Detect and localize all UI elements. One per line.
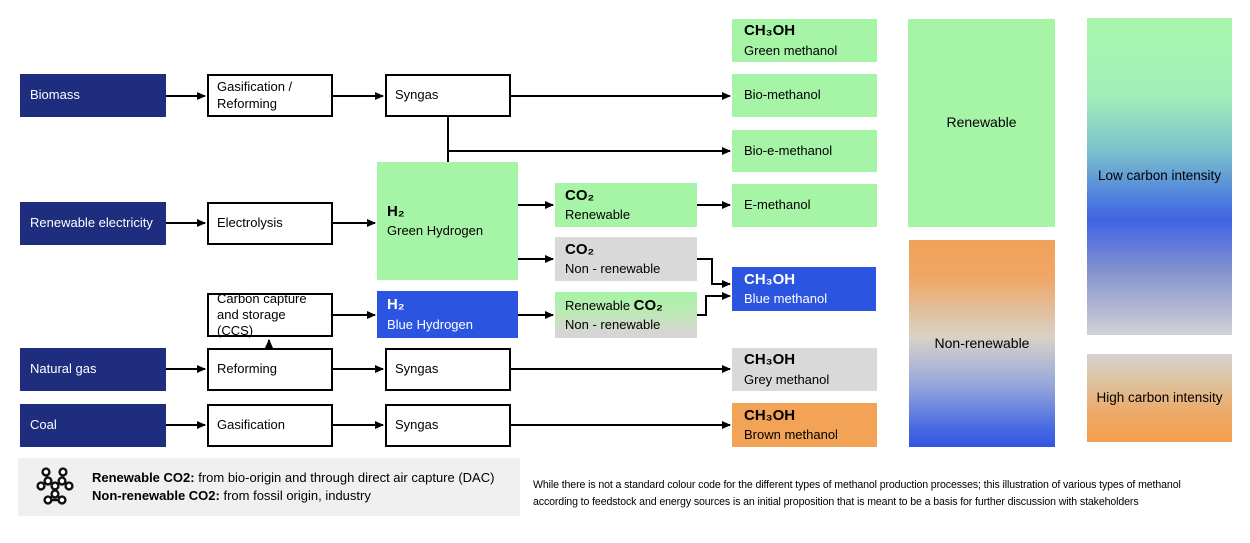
formula-label: CH₃OH bbox=[744, 22, 796, 39]
node-natural-gas: Natural gas bbox=[20, 348, 166, 391]
formula-label: CO₂ bbox=[633, 296, 663, 314]
node-brown-methanol: CH₃OH Brown methanol bbox=[732, 403, 877, 447]
node-co2-mixed: Renewable CO₂ Non - renewable bbox=[555, 292, 697, 338]
legend-line-non-renewable-co2: Non-renewable CO2: from fossil origin, i… bbox=[92, 487, 494, 505]
node-gasification-reforming: Gasification / Reforming bbox=[207, 74, 333, 117]
node-sublabel: Grey methanol bbox=[744, 371, 830, 387]
node-syngas-mid: Syngas bbox=[385, 348, 511, 391]
scale-low-carbon-intensity: Low carbon intensity bbox=[1087, 18, 1232, 335]
node-blue-hydrogen: H₂ Blue Hydrogen bbox=[377, 291, 518, 338]
formula-label: CH₃OH bbox=[744, 270, 796, 288]
group-renewable: Renewable bbox=[908, 19, 1055, 227]
node-e-methanol: E-methanol bbox=[732, 184, 877, 227]
group-non-renewable: Non-renewable bbox=[909, 240, 1055, 447]
node-co2-renewable: CO₂ Renewable bbox=[555, 183, 697, 227]
node-biomass: Biomass bbox=[20, 74, 166, 117]
formula-label: CH₃OH bbox=[744, 351, 796, 368]
node-sublabel: Green Hydrogen bbox=[387, 223, 484, 239]
node-sublabel: Brown methanol bbox=[744, 427, 838, 443]
formula-label: CH₃OH bbox=[744, 406, 796, 424]
node-electrolysis: Electrolysis bbox=[207, 202, 333, 245]
node-sublabel: Blue Hydrogen bbox=[387, 316, 473, 332]
footnote-line-1: While there is not a standard colour cod… bbox=[533, 479, 1181, 491]
node-green-methanol: CH₃OH Green methanol bbox=[732, 19, 877, 62]
node-coal: Coal bbox=[20, 404, 166, 447]
node-sublabel: Non - renewable bbox=[565, 261, 661, 277]
node-line1: Renewable CO₂ bbox=[565, 297, 685, 316]
legend-term: Renewable CO2: bbox=[92, 469, 195, 485]
footnote-line-2: according to feedstock and energy source… bbox=[533, 495, 1139, 508]
node-prefix: Renewable bbox=[565, 297, 634, 313]
formula-label: CO₂ bbox=[565, 186, 595, 204]
node-bio-e-methanol: Bio-e-methanol bbox=[732, 130, 877, 172]
node-sublabel: Green methanol bbox=[744, 42, 838, 58]
node-co2-non-renewable: CO₂ Non - renewable bbox=[555, 237, 697, 281]
formula-label: H₂ bbox=[387, 296, 405, 313]
node-bio-methanol: Bio-methanol bbox=[732, 74, 877, 117]
node-renewable-electricity: Renewable electricity bbox=[20, 202, 166, 245]
formula-label: H₂ bbox=[387, 202, 405, 220]
legend-definition: from bio-origin and through direct air c… bbox=[194, 469, 495, 485]
node-reforming: Reforming bbox=[207, 348, 333, 391]
node-blue-methanol: CH₃OH Blue methanol bbox=[732, 267, 876, 311]
footnote: While there is not a standard colour cod… bbox=[533, 477, 1233, 511]
molecule-icon bbox=[36, 467, 74, 505]
legend: Renewable CO2: from bio-origin and throu… bbox=[18, 458, 520, 516]
legend-text: Renewable CO2: from bio-origin and throu… bbox=[92, 469, 494, 505]
node-syngas-top: Syngas bbox=[385, 74, 511, 117]
node-grey-methanol: CH₃OH Grey methanol bbox=[732, 348, 877, 391]
node-syngas-bottom: Syngas bbox=[385, 404, 511, 447]
node-ccs: Carbon capture and storage (CCS) bbox=[207, 291, 333, 338]
node-sublabel: Renewable bbox=[565, 207, 631, 223]
legend-term: Non-renewable CO2: bbox=[92, 488, 220, 503]
node-green-hydrogen: H₂ Green Hydrogen bbox=[377, 162, 518, 280]
node-sublabel: Blue methanol bbox=[744, 291, 828, 307]
scale-high-carbon-intensity: High carbon intensity bbox=[1087, 354, 1232, 442]
node-gasification: Gasification bbox=[207, 404, 333, 447]
node-sublabel: Non - renewable bbox=[565, 317, 661, 333]
formula-label: CO₂ bbox=[565, 240, 595, 258]
legend-definition: from fossil origin, industry bbox=[219, 488, 371, 503]
legend-line-renewable-co2: Renewable CO2: from bio-origin and throu… bbox=[92, 469, 494, 487]
